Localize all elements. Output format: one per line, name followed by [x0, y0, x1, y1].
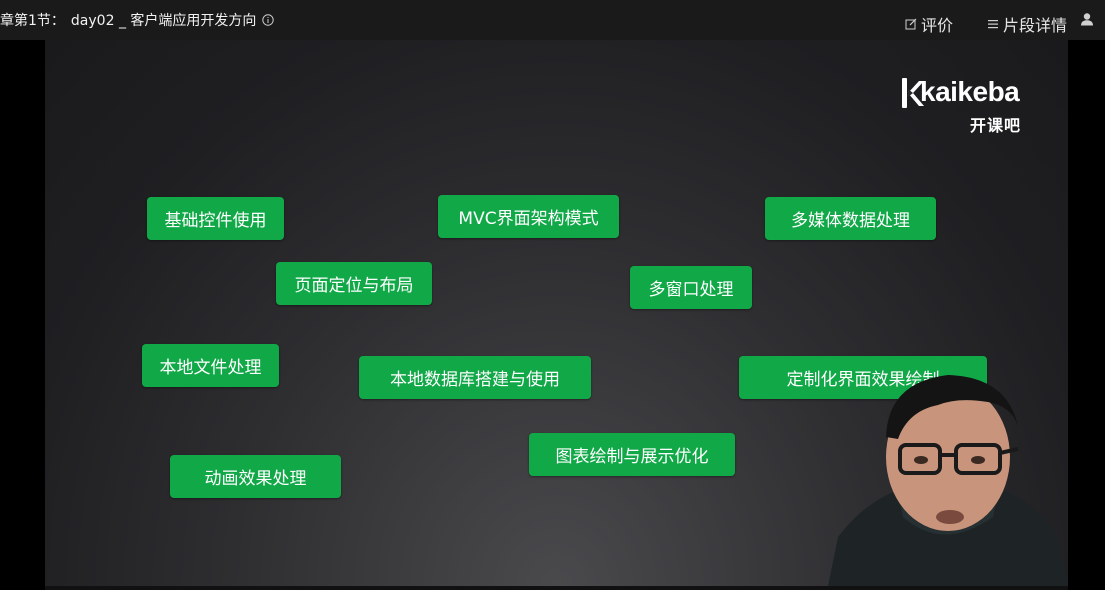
presenter-video-overlay: [828, 375, 1068, 586]
tag-chart-drawing: 图表绘制与展示优化: [529, 433, 735, 476]
left-letterbox: [0, 40, 45, 590]
chapter-label: 章第1节：: [0, 13, 65, 29]
tag-local-files: 本地文件处理: [142, 344, 279, 387]
tag-animation: 动画效果处理: [170, 455, 341, 498]
lesson-title-text: day02 _ 客户端应用开发方向: [70, 13, 257, 29]
tag-basic-controls: 基础控件使用: [147, 197, 284, 240]
logo-text-cn: 开课吧: [970, 116, 1022, 135]
user-icon: [1081, 13, 1093, 26]
tag-local-database: 本地数据库搭建与使用: [359, 356, 591, 399]
tag-mvc-architecture: MVC界面架构模式: [438, 195, 619, 238]
tag-multi-window: 多窗口处理: [630, 266, 752, 309]
top-bar: 章第1节： day02 _ 客户端应用开发方向 评价 片段详情: [0, 0, 1105, 40]
video-frame[interactable]: kaikeba 开课吧 基础控件使用 MVC界面架构模式 多媒体数据处理 页面定…: [45, 40, 1068, 586]
video-bottom-edge: [45, 586, 1068, 590]
info-icon[interactable]: [262, 14, 275, 26]
list-icon: [988, 20, 998, 29]
right-letterbox: [1068, 40, 1105, 590]
user-button[interactable]: [1080, 12, 1098, 26]
logo-text-en: kaikeba: [920, 76, 1020, 107]
detail-label: 片段详情: [1003, 16, 1068, 35]
kaikeba-k-icon: [902, 78, 924, 108]
review-button[interactable]: 评价: [905, 12, 953, 36]
edit-icon: [905, 18, 917, 30]
lesson-title: 章第1节： day02 _ 客户端应用开发方向: [0, 0, 275, 40]
review-label: 评价: [921, 16, 954, 35]
detail-button[interactable]: 片段详情: [987, 12, 1067, 36]
tag-multimedia: 多媒体数据处理: [765, 197, 936, 240]
tag-page-layout: 页面定位与布局: [276, 262, 432, 305]
kaikeba-logo: kaikeba 开课吧: [902, 76, 1042, 136]
